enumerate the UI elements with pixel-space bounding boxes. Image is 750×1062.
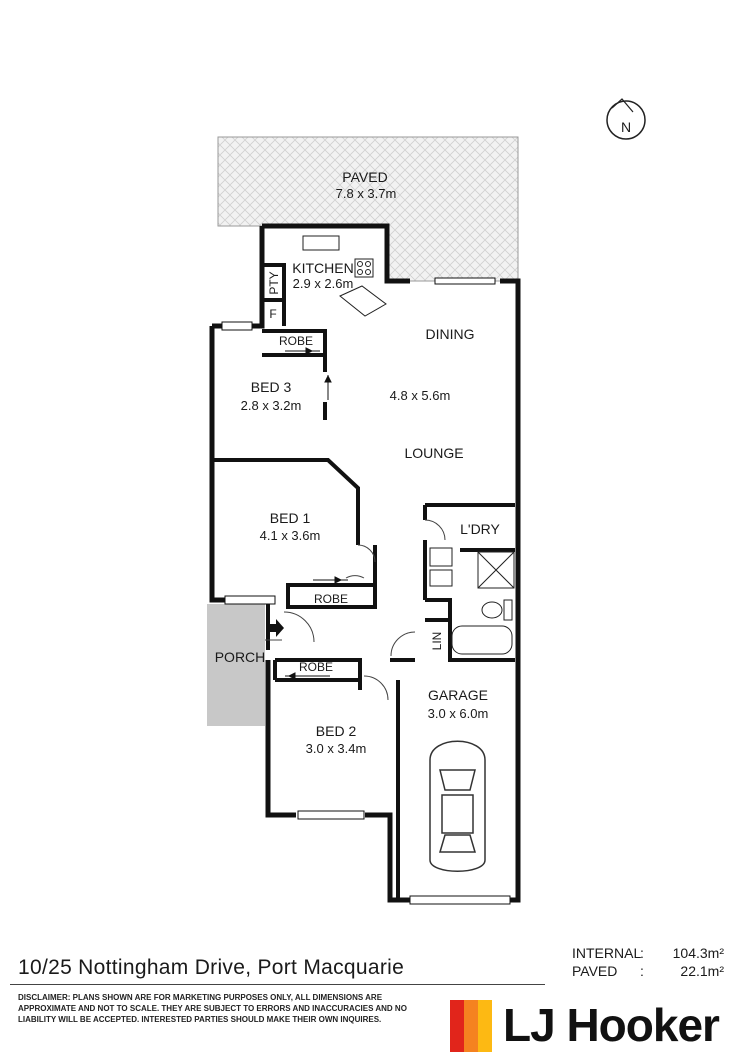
logo-mark-icon [450, 1000, 492, 1052]
paved-label: PAVED [342, 169, 387, 185]
kitchen-label: KITCHEN [292, 260, 353, 276]
bath-icon [451, 625, 513, 655]
fridge-label: F [269, 307, 276, 321]
area-value: 104.3m² [672, 945, 724, 961]
bed2-label: BED 2 [316, 723, 357, 739]
area-separator: : [640, 945, 644, 961]
area-row-paved: PAVED : 22.1m² [572, 962, 724, 980]
pantry-label: PTY [267, 271, 281, 294]
area-separator: : [640, 963, 644, 979]
door-swings [265, 519, 446, 701]
area-row-internal: INTERNAL : 104.3m² [572, 944, 724, 962]
floor-plan: N [207, 98, 646, 905]
brand-name: LJ Hooker [503, 999, 720, 1051]
laundry-label: L'DRY [460, 521, 500, 537]
kitchen-dims: 2.9 x 2.6m [293, 276, 354, 291]
windows [221, 277, 511, 905]
paved-dims: 7.8 x 3.7m [336, 186, 397, 201]
living-dims: 4.8 x 5.6m [390, 388, 451, 403]
bed1-dims: 4.1 x 3.6m [260, 528, 321, 543]
walls [209, 223, 521, 903]
robe-bed1-label: ROBE [314, 592, 348, 606]
property-address: 10/25 Nottingham Drive, Port Macquarie [18, 956, 405, 979]
room-labels: PAVED 7.8 x 3.7m KITCHEN 2.9 x 2.6m PTY … [215, 169, 501, 756]
robe-bed2-label: ROBE [299, 660, 333, 674]
vanity-icon [429, 569, 453, 587]
garage-label: GARAGE [428, 687, 488, 703]
interior-walls [212, 263, 515, 900]
entry-arrow-icon [266, 619, 284, 637]
robe-bed3-label: ROBE [279, 334, 313, 348]
area-value: 22.1m² [680, 963, 724, 979]
porch-label: PORCH [215, 649, 266, 665]
car-icon [429, 740, 486, 872]
compass-label: N [621, 119, 631, 135]
dining-label: DINING [426, 326, 475, 342]
cooktop-icon [354, 258, 374, 278]
garage-dims: 3.0 x 6.0m [428, 706, 489, 721]
robe-slider-marks [285, 347, 348, 680]
bed2-dims: 3.0 x 3.4m [306, 741, 367, 756]
north-compass: N [606, 98, 646, 140]
bed3-label: BED 3 [251, 379, 292, 395]
sink-icon [302, 235, 340, 251]
area-label: INTERNAL [572, 945, 642, 961]
linen-label: LIN [430, 632, 444, 651]
toilet-icon [481, 601, 503, 619]
disclaimer-text: DISCLAIMER: PLANS SHOWN ARE FOR MARKETIN… [18, 993, 407, 1024]
laundry-tub-icon [429, 547, 453, 567]
area-summary: INTERNAL : 104.3m² PAVED : 22.1m² [572, 944, 724, 980]
area-label: PAVED [572, 963, 618, 979]
shower-icon [477, 551, 515, 589]
brand-logo [450, 1000, 492, 1052]
bed3-dims: 2.8 x 3.2m [241, 398, 302, 413]
fixtures [302, 235, 515, 655]
bed1-label: BED 1 [270, 510, 311, 526]
address-underline [10, 984, 545, 985]
porch-area [207, 604, 265, 726]
lounge-label: LOUNGE [404, 445, 463, 461]
